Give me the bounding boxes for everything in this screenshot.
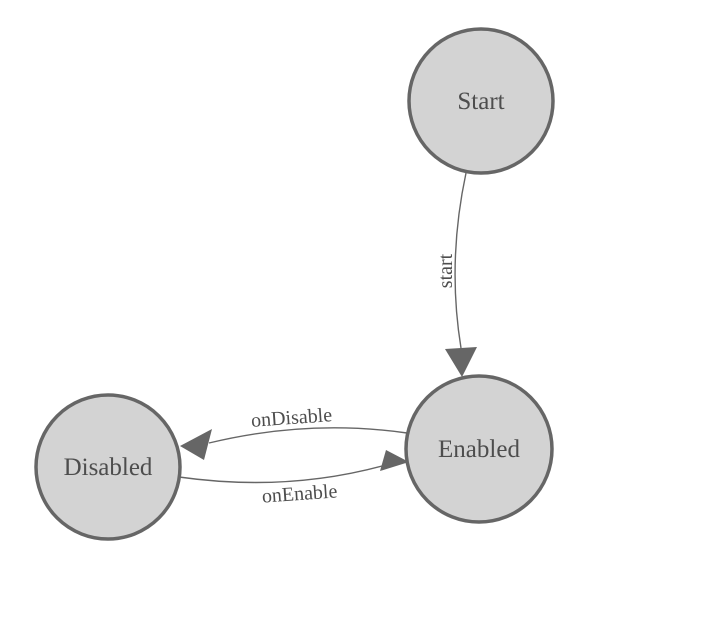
edge-label-start: start [435, 253, 457, 288]
node-disabled-label: Disabled [64, 454, 153, 481]
edge-line-start [454, 172, 467, 349]
node-enabled: Enabled [404, 374, 554, 524]
arrowhead-into-disabled [180, 429, 212, 460]
edge-label-onenable: onEnable [261, 480, 338, 507]
node-enabled-label: Enabled [438, 436, 520, 463]
node-disabled-circle [34, 393, 182, 541]
edge-line-ondisable [208, 427, 408, 444]
edge-disabled-to-enabled: onEnable [178, 450, 409, 508]
edge-enabled-to-disabled: onDisable [180, 404, 408, 460]
node-start-label: Start [457, 88, 504, 115]
node-start-circle [407, 27, 555, 175]
node-enabled-circle [404, 374, 554, 524]
edge-line-onenable [178, 465, 383, 484]
arrowhead-into-enabled-top [445, 347, 477, 377]
node-start: Start [407, 27, 555, 175]
node-disabled: Disabled [34, 393, 182, 541]
arrowhead-into-enabled-left [380, 450, 409, 471]
edge-start-to-enabled: start [435, 172, 477, 377]
